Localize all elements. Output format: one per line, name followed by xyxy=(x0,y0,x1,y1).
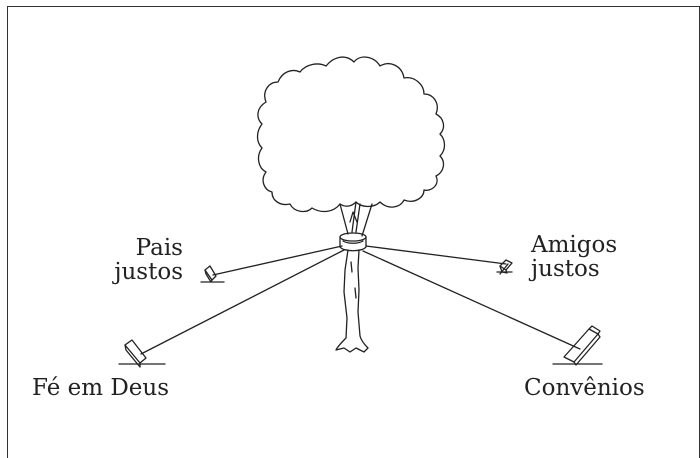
rope-convenios xyxy=(362,250,581,350)
label-pais-line1: Pais xyxy=(135,235,183,261)
stake-pais xyxy=(200,265,225,283)
label-pais-line2: justos xyxy=(114,259,183,285)
label-fe-em-deus: Fé em Deus xyxy=(32,375,170,401)
stake-convenios xyxy=(552,325,603,366)
rope-amigos xyxy=(365,245,507,265)
label-amigos-line1: Amigos xyxy=(531,232,618,258)
stake-amigos xyxy=(496,259,513,275)
trunk-ring-top xyxy=(339,232,367,242)
rope-pais xyxy=(212,245,343,276)
rope-fe xyxy=(140,249,345,355)
label-amigos-line2: justos xyxy=(531,256,600,282)
label-pais-justos: Pais justos xyxy=(114,236,183,284)
trunk-detail xyxy=(350,261,357,299)
tree-branches xyxy=(339,201,373,237)
stake-fe xyxy=(118,339,166,368)
tree-canopy xyxy=(256,56,446,213)
tree-trunk xyxy=(335,249,369,353)
label-amigos-justos: Amigos justos xyxy=(531,233,617,281)
trunk-ring-inner xyxy=(342,240,364,244)
label-convenios: Convênios xyxy=(524,375,645,401)
